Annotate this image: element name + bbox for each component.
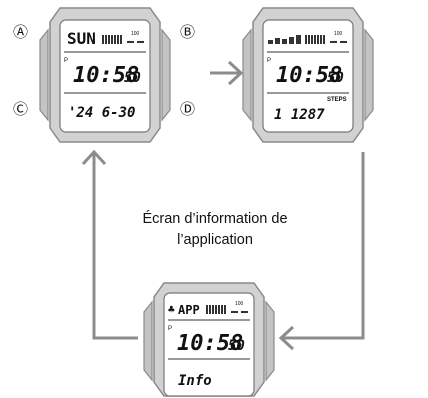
info-text: Info <box>178 373 212 389</box>
side-button-left <box>242 28 252 122</box>
app-mode-text: APP <box>178 303 200 317</box>
pm-indicator: P <box>64 58 68 64</box>
level-meter: 100 <box>206 301 248 314</box>
meter-scale-label: 100 <box>131 31 140 37</box>
date-text: '24 6-30 <box>68 105 135 121</box>
button-c-label: Ⓒ <box>13 101 28 118</box>
time-text: 10:58 <box>177 331 243 356</box>
side-button-left <box>143 300 153 382</box>
weekday-text: SUN <box>67 29 96 48</box>
pm-indicator: P <box>267 58 271 64</box>
meter-scale-label: 100 <box>334 31 343 37</box>
time-text: 10:58 <box>73 63 139 88</box>
lcd-panel <box>262 19 354 133</box>
watch-date-screen: SUN 100 P 10:58 50 '24 6-30 <box>39 7 171 143</box>
seconds-text: 50 <box>228 338 245 354</box>
seconds-text: 50 <box>124 70 141 86</box>
pm-indicator: P <box>168 326 172 332</box>
flow-arrow-down-left <box>278 152 365 351</box>
meter-scale-label: 100 <box>235 301 244 307</box>
steps-count-text: 1 1287 <box>274 107 325 123</box>
side-button-left <box>39 28 49 122</box>
time-text: 10:58 <box>276 63 342 88</box>
side-button-right <box>161 28 171 122</box>
button-b-label: Ⓑ <box>180 24 195 41</box>
steps-graph <box>268 35 301 44</box>
watch-app-info-screen: ♣ APP 100 P 10:58 50 Info <box>143 282 275 397</box>
level-meter: 100 <box>102 31 144 44</box>
flow-arrow-right <box>210 60 244 86</box>
level-meter: 100 <box>305 31 347 44</box>
side-button-right <box>364 28 374 122</box>
lcd-panel <box>59 19 151 133</box>
caption-line-2: l’application <box>177 232 253 248</box>
watch-steps-screen: 100 P 10:58 50 STEPS 1 1287 <box>242 7 374 143</box>
caption: Écran d’information de l’application <box>120 209 310 251</box>
app-icon: ♣ <box>168 303 175 316</box>
caption-line-1: Écran d’information de <box>142 211 288 227</box>
flow-arrow-left-up <box>81 149 138 340</box>
side-button-right <box>265 300 275 382</box>
lcd-panel <box>163 292 255 397</box>
seconds-text: 50 <box>327 70 344 86</box>
button-a-label: Ⓐ <box>13 24 28 41</box>
steps-label: STEPS <box>327 97 347 103</box>
button-d-label: Ⓓ <box>180 101 195 118</box>
